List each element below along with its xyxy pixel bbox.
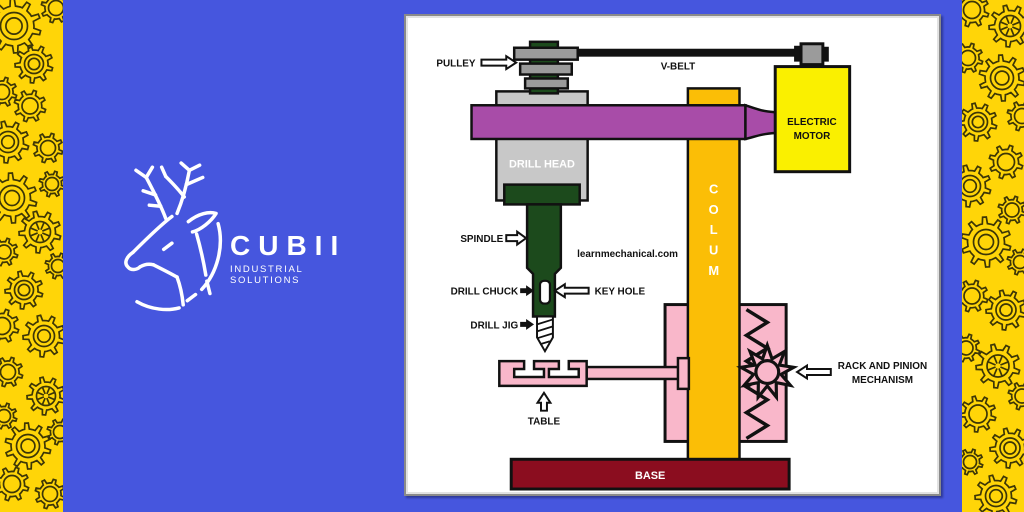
gear-icon (4, 422, 52, 470)
gear-strip-left (0, 0, 63, 512)
pulley-step-3 (523, 77, 570, 90)
v-belt (566, 48, 809, 57)
spindle-collar (503, 183, 581, 206)
drill-head-label: DRILL HEAD (509, 159, 575, 171)
gear-icon (985, 289, 1024, 331)
brand-name: CUBII (230, 230, 347, 261)
table-arm (585, 365, 681, 381)
electric-motor-label-1: ELECTRIC (787, 117, 837, 128)
table-label: TABLE (528, 417, 561, 428)
gear-icon (988, 144, 1024, 180)
gear-icon (0, 356, 24, 388)
radial-arm (470, 104, 747, 141)
column-letter-5: M (708, 263, 719, 278)
spindle-arrow-icon (505, 229, 528, 247)
column (686, 87, 741, 461)
gear-icon (4, 270, 44, 310)
gear-icon (0, 76, 18, 107)
gear-icon (32, 132, 63, 164)
gear-icon (962, 333, 981, 363)
gear-icon (978, 54, 1024, 102)
rack-pinion-label-1: RACK AND PINION (838, 361, 927, 372)
gear-icon (962, 164, 992, 208)
spindle-label: SPINDLE (460, 234, 503, 245)
work-table (498, 359, 588, 388)
column-letter-3: L (710, 222, 718, 237)
gear-icon (34, 478, 63, 510)
gear-icon (962, 102, 998, 142)
motor-pulley-left-cap (794, 45, 803, 62)
gear-icon (962, 448, 984, 476)
electric-motor-label-2: MOTOR (794, 131, 831, 142)
gear-icon (997, 195, 1024, 225)
motor-pulley-right-cap (821, 46, 829, 62)
gear-icon (975, 343, 1021, 389)
pulley-label: PULLEY (436, 59, 475, 70)
pulley-arrow-icon (480, 54, 519, 71)
motor-pulley (799, 42, 825, 67)
watermark: learnmechanical.com (577, 249, 678, 260)
gear-icon (1007, 381, 1024, 411)
column-letter-2: O (709, 202, 719, 217)
gear-icon (962, 395, 997, 433)
brand-logo: CUBII INDUSTRIAL SOLUTIONS (116, 160, 366, 320)
pulley-step-1 (512, 46, 579, 61)
gear-icon (1006, 101, 1024, 132)
gear-icon (962, 0, 990, 28)
gear-icon (962, 279, 989, 313)
diagram-panel: C O L U M BASE DRILL HEAD (404, 14, 941, 496)
gear-icon (0, 0, 42, 54)
gear-icon (14, 44, 54, 84)
drilling-machine-diagram: C O L U M BASE DRILL HEAD (436, 40, 927, 491)
brand-wordmark: CUBII INDUSTRIAL SOLUTIONS (230, 230, 366, 287)
gear-icon (0, 402, 18, 430)
base (509, 457, 791, 491)
drill-jig (536, 315, 554, 354)
gear-icon (0, 172, 38, 224)
gear-icon (988, 4, 1024, 48)
gear-icon (40, 0, 63, 24)
gear-strip-right (962, 0, 1024, 512)
gear-icon (18, 210, 62, 254)
gear-icon (26, 376, 63, 416)
pulley-step-2 (518, 62, 574, 76)
column-letter-1: C (709, 182, 718, 197)
gear-icon (22, 314, 63, 358)
gear-icon (46, 418, 63, 446)
gear-icon (0, 466, 30, 502)
gear-icon (13, 89, 47, 123)
drill-chuck-label: DRILL CHUCK (451, 287, 519, 298)
gear-icon (989, 427, 1024, 469)
gear-icon (0, 308, 20, 343)
gear-icon (0, 237, 19, 267)
key-hole-label: KEY HOLE (595, 287, 646, 298)
gear-icon (0, 120, 30, 164)
base-label: BASE (635, 470, 665, 482)
gear-icon (44, 252, 63, 280)
column-letter-4: U (709, 243, 718, 258)
rack-pinion-label-2: MECHANISM (852, 375, 913, 386)
spindle (525, 203, 563, 318)
gear-icon (38, 170, 63, 198)
table-arrow-icon (535, 391, 553, 412)
key-hole (538, 279, 552, 305)
v-belt-label: V-BELT (661, 62, 696, 73)
gear-icon (962, 216, 1012, 268)
drill-jig-arrow-icon (520, 318, 535, 330)
electric-motor (773, 65, 852, 174)
brand-tagline: INDUSTRIAL SOLUTIONS (230, 264, 304, 286)
rack-pinion-arrow-icon (795, 363, 832, 381)
drill-chuck-arrow-icon (520, 285, 535, 297)
table-bracket (676, 356, 691, 391)
gear-icon (962, 42, 984, 74)
gear-icon (974, 474, 1018, 512)
pinion-hub (754, 359, 781, 386)
deer-logo-icon (124, 161, 223, 312)
radial-arm-neck (744, 103, 777, 141)
key-hole-arrow-icon (553, 282, 590, 299)
gear-icon (1006, 248, 1024, 276)
drill-jig-label: DRILL JIG (470, 320, 518, 331)
